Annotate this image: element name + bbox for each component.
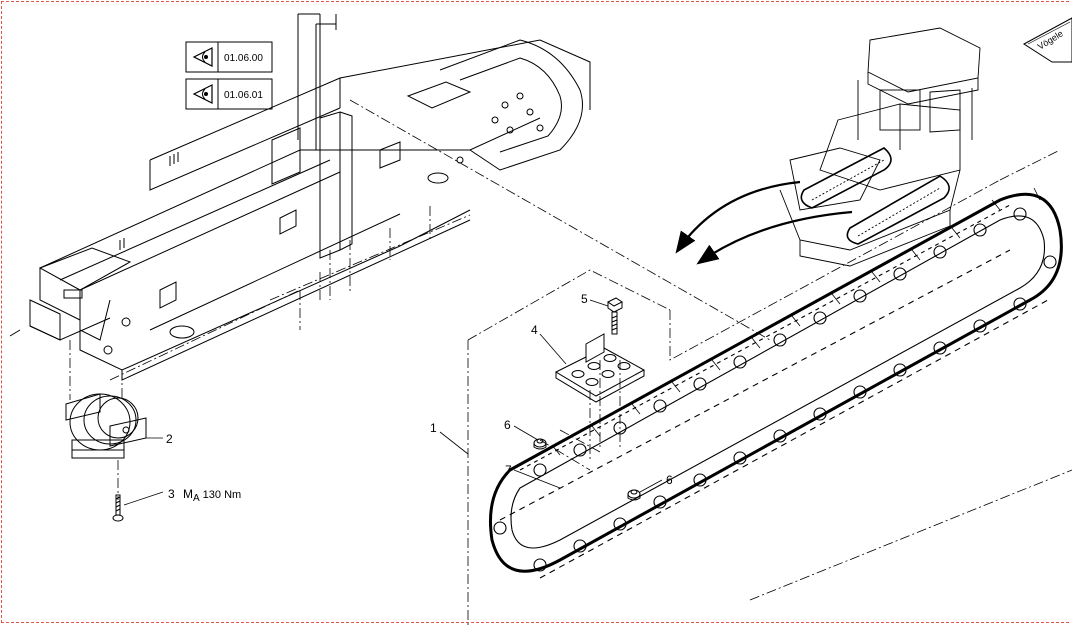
callout-1: 1 [430,421,437,435]
reference-box-1[interactable]: 01.06.00 [185,41,273,73]
plate-item-4 [554,333,646,403]
leader-lines [123,299,663,506]
nut-item-6b [627,489,641,501]
track-links-bottom [493,255,1057,572]
bolt-item-5 [607,297,623,335]
vogele-logo-icon: Vögele [1023,17,1072,63]
bolt-item-3 [112,494,124,522]
track-roller [65,393,147,459]
torque-value: 130 Nm [203,489,242,501]
callout-6a: 6 [504,418,511,432]
callout-4: 4 [531,323,538,337]
reference-code: 01.06.01 [224,90,263,101]
reference-box-2[interactable]: 01.06.01 [185,78,273,110]
machine-frame [9,13,591,381]
paver-track [800,147,950,245]
view-eye-icon [192,84,213,104]
track-links-top [533,207,1027,477]
torque-subscript: A [193,493,200,504]
callout-5: 5 [581,292,588,306]
callout-2: 2 [166,432,173,446]
torque-symbol: M [183,487,193,501]
track-grousers [551,187,1041,456]
track-chain [488,187,1063,579]
callout-6b: 6 [666,473,673,487]
nut-item-6a [533,438,547,450]
removal-arrows [675,180,853,265]
callout-labels: 1 2 3 4 5 6 6 7 [166,292,673,501]
callout-7: 7 [505,463,512,477]
construction-lines [69,99,1072,625]
view-eye-icon [192,47,213,67]
callout-3: 3 [168,487,175,501]
reference-code: 01.06.00 [224,53,263,64]
paver-machine [779,27,981,267]
